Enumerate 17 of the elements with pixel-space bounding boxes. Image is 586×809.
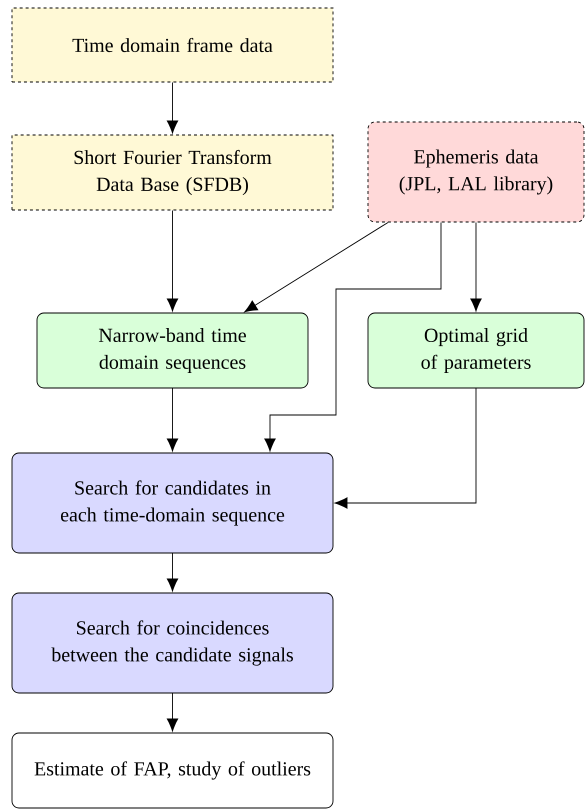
arrow <box>264 222 442 452</box>
arrow <box>334 388 476 509</box>
data-box: Ephemeris data (JPL, LAL library) <box>368 122 584 222</box>
arrow <box>166 82 178 134</box>
arrow <box>244 222 388 312</box>
arrow <box>470 222 482 312</box>
result-box: Estimate of FAP, study of outliers <box>12 732 334 808</box>
data-box: Short Fourier Transform Data Base (SFDB) <box>12 134 334 210</box>
arrow <box>166 210 178 312</box>
process-box: Search for coincidences between the candidate signals <box>12 592 334 694</box>
process-box: Search for candidates in each time-domain sequence <box>12 452 334 554</box>
arrow <box>166 388 178 452</box>
process-box: Optimal grid of parameters <box>368 312 584 388</box>
arrow <box>166 553 178 592</box>
arrow <box>166 693 178 732</box>
process-box: Narrow-band time domain sequences <box>36 312 308 388</box>
data-box: Time domain frame data <box>12 8 334 82</box>
